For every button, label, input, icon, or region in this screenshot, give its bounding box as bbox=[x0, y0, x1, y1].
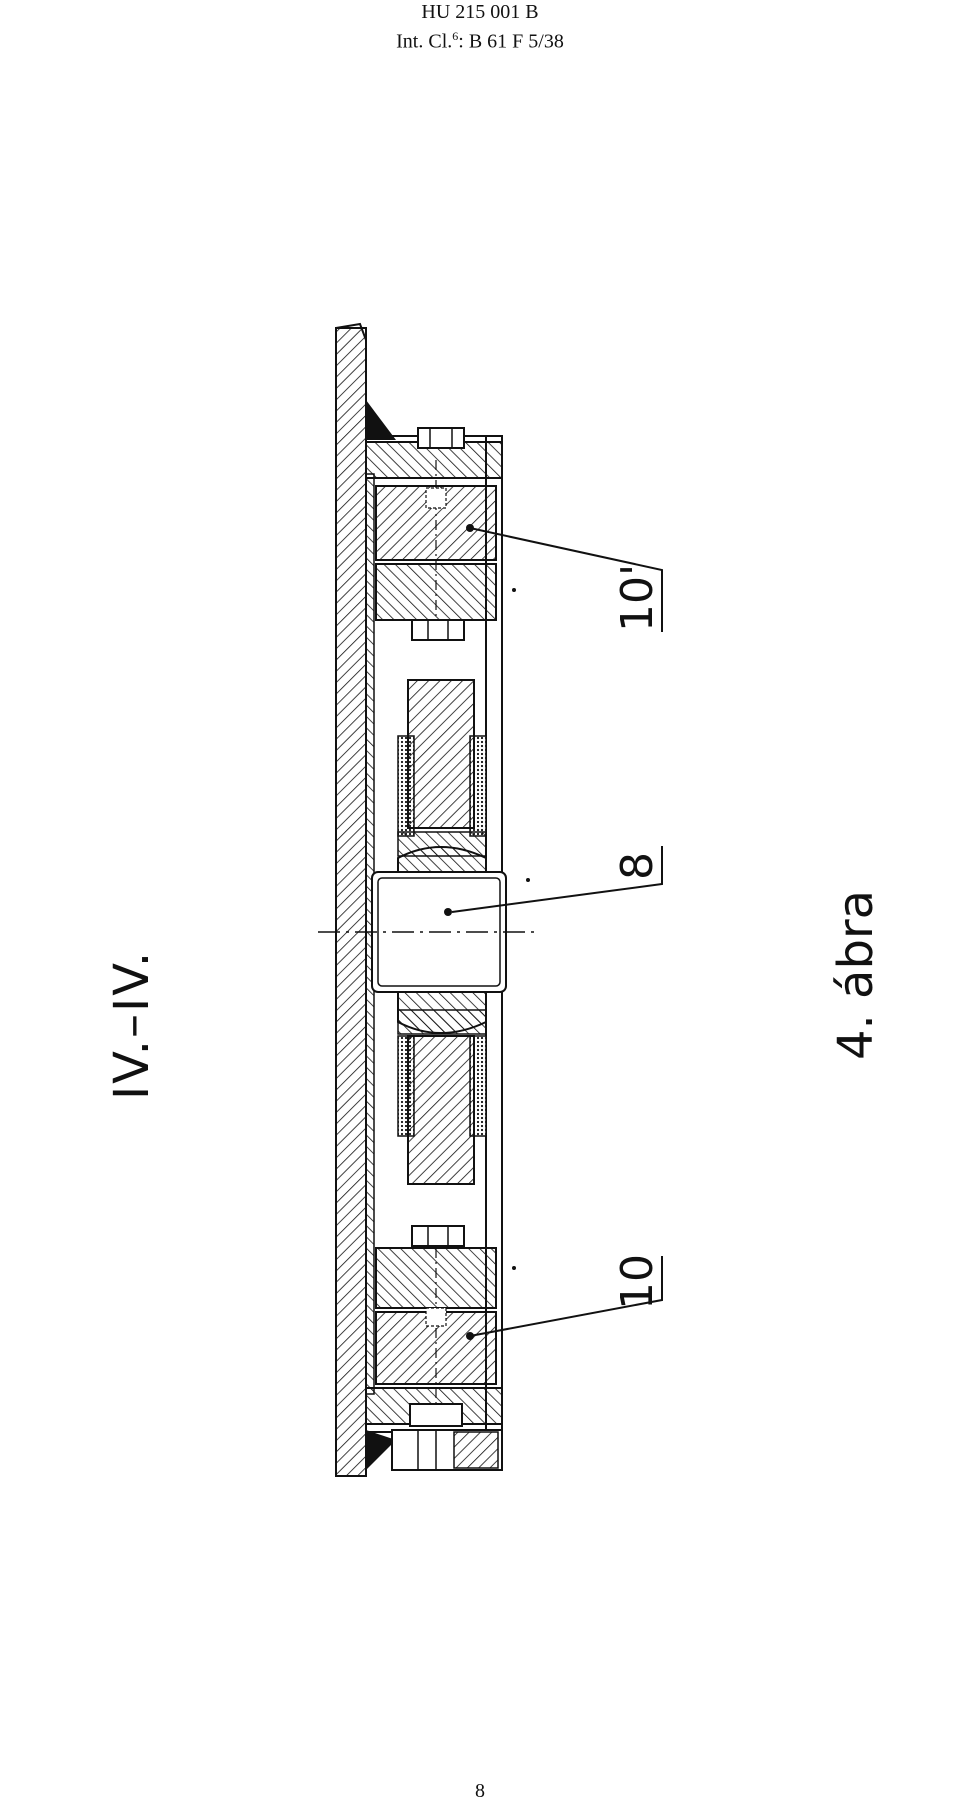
ref-label-10-prime: 10' bbox=[612, 564, 663, 632]
upper-rubber-block bbox=[397, 679, 487, 857]
patent-number: HU 215 001 B bbox=[421, 1, 539, 23]
leader-dot-10-prime bbox=[466, 524, 474, 532]
lower-nut bbox=[411, 1225, 465, 1247]
mark-dot bbox=[512, 588, 516, 592]
pad-10 bbox=[375, 1247, 497, 1420]
mark-dot bbox=[526, 878, 530, 882]
section-label: IV.–IV. bbox=[104, 950, 160, 1100]
bottom-end-block bbox=[365, 1387, 503, 1471]
classification-code: Int. Cl.6: B 61 F 5/38 bbox=[396, 29, 564, 53]
upper-nut bbox=[411, 619, 465, 641]
page-number: 8 bbox=[475, 1780, 485, 1802]
weld-top bbox=[366, 400, 396, 440]
figure-label: 4. ábra bbox=[828, 890, 884, 1060]
base-plate bbox=[335, 322, 367, 1477]
pad-10-prime bbox=[375, 460, 497, 621]
lower-rubber-block bbox=[397, 1009, 487, 1185]
ref-label-10: 10 bbox=[612, 1254, 663, 1310]
leader-lines bbox=[451, 527, 663, 1337]
document-header: HU 215 001 B Int. Cl.6: B 61 F 5/38 bbox=[0, 0, 960, 54]
leader-dot-10 bbox=[466, 1332, 474, 1340]
weld-bottom bbox=[366, 1430, 396, 1470]
top-end-block bbox=[365, 427, 503, 479]
ref-label-8: 8 bbox=[612, 852, 663, 880]
spherical-bearing bbox=[318, 846, 540, 1034]
mark-dot bbox=[512, 1266, 516, 1270]
